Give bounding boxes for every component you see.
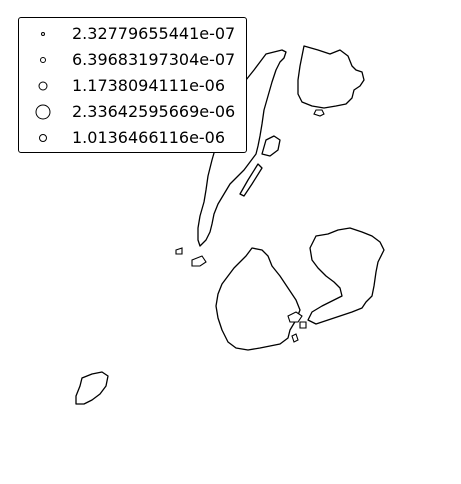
legend-marker-circle — [35, 104, 51, 120]
legend-marker-circle — [38, 81, 48, 91]
legend-entry: 6.39683197304e-07 — [19, 47, 246, 73]
map-legend: 2.32779655441e-07 6.39683197304e-07 1.17… — [18, 17, 247, 153]
legend-entry: 2.33642595669e-06 — [19, 99, 246, 125]
legend-entry-label: 2.33642595669e-06 — [72, 102, 236, 121]
legend-entry-label: 2.32779655441e-07 — [72, 24, 236, 43]
legend-entry-label: 6.39683197304e-07 — [72, 50, 236, 69]
legend-marker-circle — [40, 57, 46, 63]
legend-marker-circle — [41, 32, 45, 36]
brooklyn-islet-2 — [291, 333, 299, 343]
brooklyn-islet-3 — [299, 321, 307, 329]
legend-entry-label: 1.1738094111e-06 — [72, 76, 226, 95]
legend-entry-label: 1.0136466116e-06 — [72, 128, 226, 147]
queens-shape — [307, 227, 385, 325]
roosevelt-strip-shape — [239, 163, 263, 197]
governors-island-shape — [191, 255, 207, 267]
brooklyn-islet-1 — [287, 311, 303, 323]
staten-island-shape — [75, 371, 109, 405]
brooklyn-shape — [215, 247, 301, 351]
bronx-island-shape — [313, 109, 325, 117]
legend-entry: 1.1738094111e-06 — [19, 73, 246, 99]
legend-entry: 2.32779655441e-07 — [19, 21, 246, 47]
bronx-shape — [297, 45, 365, 109]
liberty-islet-shape — [175, 247, 183, 255]
legend-entry: 1.0136466116e-06 — [19, 125, 246, 151]
randalls-island-shape — [261, 135, 281, 157]
legend-marker-circle — [39, 134, 47, 142]
